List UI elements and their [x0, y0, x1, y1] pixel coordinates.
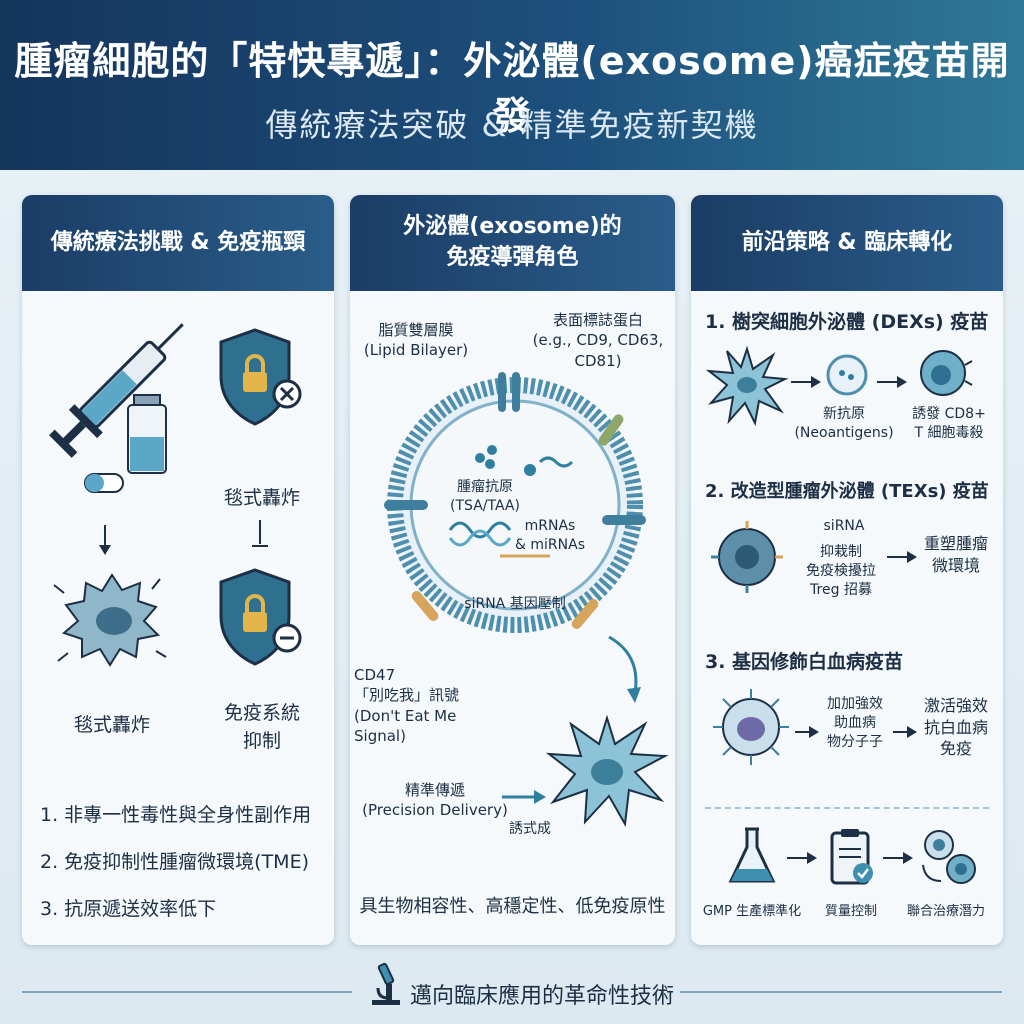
combination-therapy-icon: [922, 830, 976, 884]
label-quality-control: 質量控制: [824, 904, 877, 919]
label-biocompatibility: 具生物相容性、高穩定性、低免疫原性: [359, 896, 666, 917]
arrow-icon: [791, 376, 821, 388]
label-sirna: siRNA: [823, 518, 865, 534]
label-tumor-antigen: 腫瘤抗原 (TSA/TAA): [450, 479, 520, 514]
leukemia-cell-icon: [713, 689, 789, 765]
label-neoantigens: 新抗原 (Neoantigens): [794, 406, 894, 441]
divider: [705, 807, 989, 809]
header-banner: 腫瘤細胞的「特快專遞」：外泌體(exosome)癌症疫苗開發 傳統療法突破 & …: [0, 0, 1024, 170]
label-sirna-silencing: siRNA 基因壓制: [464, 596, 566, 612]
pill-icon: [84, 473, 124, 493]
label-immune-suppression: 免疫系統 抑制: [223, 702, 300, 752]
label-surface-markers: 表面標誌蛋白 (e.g., CD9, CD63, CD81): [532, 311, 664, 370]
label-enhance-molecules: 加加強效 助血病 物分子子: [827, 696, 883, 750]
lock-shield-minus-icon: [219, 568, 302, 666]
arrow-icon: [883, 852, 913, 864]
dendritic-cell-icon: [705, 345, 789, 427]
challenge-point-1: 1. 非專一性毒性與全身性副作用: [40, 804, 312, 826]
label-carpet-bombing-top: 毯式轟炸: [223, 487, 300, 509]
footer-line-left: [22, 991, 352, 993]
challenge-point-3: 3. 抗原遞送效率低下: [40, 898, 217, 920]
panel-frontier-strategies: 前沿策略 & 臨床轉化 1. 樹突細胞外泌體 (DEXs) 疫苗 新抗原 (Ne…: [691, 195, 1003, 945]
strategy-2-title: 2. 改造型腫瘤外泌體 (TEXs) 疫苗: [705, 481, 989, 502]
clipboard-check-icon: [830, 829, 873, 885]
label-precision-delivery: 精準傳遞 (Precision Delivery): [362, 781, 508, 820]
damaged-tumor-cell-icon: [53, 573, 167, 667]
arrow-icon: [893, 726, 917, 738]
right-arrow-icon: [502, 790, 546, 804]
label-cd8-killing: 誘發 CD8+ T 細胞毒殺: [912, 406, 986, 441]
strategy-3-title: 3. 基因修飾白血病疫苗: [705, 651, 904, 673]
down-arrow-icon: [99, 525, 111, 555]
panel-heading-left: 傳統療法挑戰 & 免疫瓶頸: [22, 195, 334, 291]
challenge-point-2: 2. 免疫抑制性腫瘤微環境(TME): [40, 851, 309, 873]
label-lipid-bilayer: 脂質雙層膜 (Lipid Bilayer): [363, 321, 469, 360]
panel-heading-middle: 外泌體(exosome)的 免疫導彈角色: [350, 195, 675, 291]
curved-arrow: [608, 635, 641, 703]
panel-heading-right: 前沿策略 & 臨床轉化: [691, 195, 1003, 291]
lock-shield-icon: [219, 328, 302, 426]
page-subtitle: 傳統療法突破 & 精準免疫新契機: [265, 106, 759, 144]
strategy-1-title: 1. 樹突細胞外泌體 (DEXs) 疫苗: [705, 311, 989, 333]
page-title: 腫瘤細胞的「特快專遞」：外泌體(exosome)癌症疫苗開發: [14, 39, 1010, 138]
inhibit-arrow: [252, 520, 268, 547]
dendritic-cell-icon: [545, 714, 669, 828]
tumor-exosome-icon: [711, 521, 783, 593]
arrow-icon: [877, 376, 907, 388]
label-gmp: GMP 生產標準化: [702, 904, 802, 919]
exosome-icon: [826, 354, 868, 396]
label-remodel-tme: 重塑腫瘤 微環境: [923, 534, 988, 575]
panel-exosome-role: 外泌體(exosome)的 免疫導彈角色 脂質雙層膜 (Lipid Bilaye…: [350, 195, 675, 945]
label-cd47: CD47 「別吃我」訊號 (Don't Eat Me Signal): [354, 666, 460, 745]
syringe-icon: [49, 323, 184, 458]
panel-traditional-challenges: 傳統療法挑戰 & 免疫瓶頸 毯式轟炸: [22, 195, 334, 945]
label-induce: 誘式成: [509, 821, 551, 837]
microscope-icon: [372, 962, 400, 1005]
arrow-icon: [787, 852, 817, 864]
label-mrnas: mRNAs & miRNAs: [515, 518, 585, 553]
flask-icon: [728, 827, 776, 883]
footer-line-right: [680, 991, 1002, 993]
vial-icon: [127, 394, 167, 474]
footer-tagline: 邁向臨床應用的革命性技術: [410, 984, 675, 1009]
exosome-diagram: [384, 372, 646, 633]
label-activate-immunity: 激活強效 抗白血病 免疫: [923, 696, 988, 759]
arrow-icon: [887, 551, 917, 563]
label-combination-therapy: 聯合治療潛力: [906, 904, 985, 919]
label-inhibit-checkpoint: 抑栽制 免疫検擾拉 Treg 招募: [806, 544, 876, 598]
t-cell-icon: [920, 350, 973, 396]
arrow-icon: [795, 726, 819, 738]
label-carpet-bombing-bottom: 毯式轟炸: [73, 714, 150, 736]
